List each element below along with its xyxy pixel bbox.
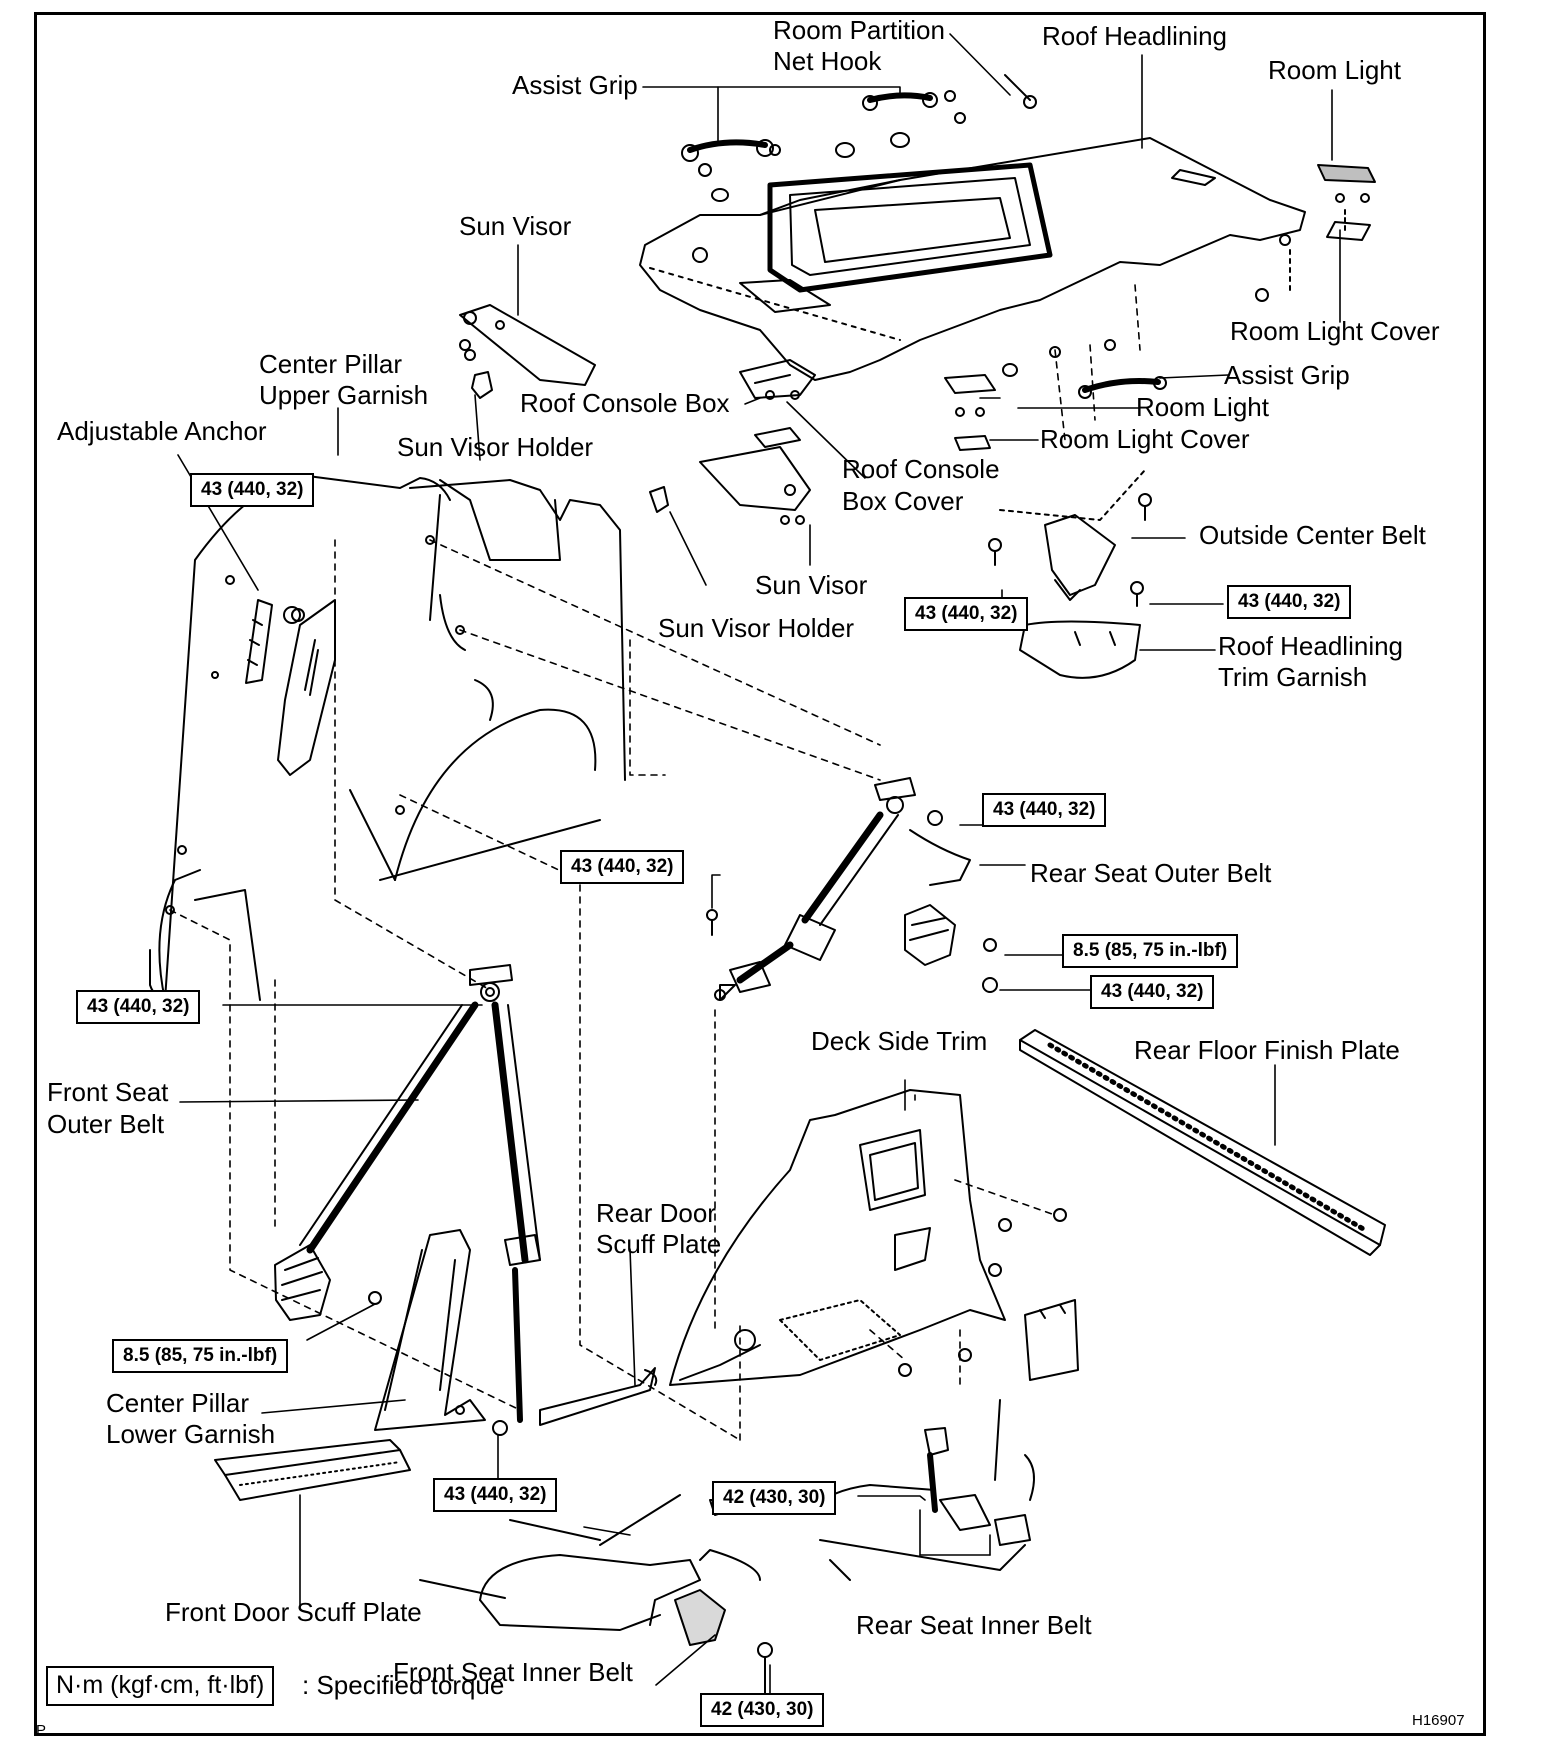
label-roof-console-box: Roof Console Box — [520, 388, 730, 418]
label-sun-visor-top: Sun Visor — [459, 211, 572, 241]
body-side-panel-drawing — [149, 474, 626, 1001]
label-front-seat-outer-belt-line1: Front Seat — [47, 1077, 169, 1107]
front-seat-outer-belt-drawing — [274, 964, 541, 1436]
label-rear-door-scuff-plate-line2: Scuff Plate — [596, 1229, 722, 1259]
label-rear-seat-inner-belt: Rear Seat Inner Belt — [856, 1610, 1092, 1640]
torque-adjustable-anchor: 43 (440, 32) — [190, 473, 315, 507]
label-adjustable-anchor: Adjustable Anchor — [57, 416, 267, 446]
torque-outside-center-belt-left: 43 (440, 32) — [904, 597, 1029, 631]
rear-door-scuff-plate-drawing — [539, 1367, 658, 1426]
label-roof-headlining-trim-garnish-line1: Roof Headlining — [1218, 631, 1404, 661]
label-center-pillar-lower-garnish-line2: Lower Garnish — [106, 1419, 276, 1449]
label-room-light-cover-middle: Room Light Cover — [1040, 424, 1250, 454]
label-outside-center-belt: Outside Center Belt — [1199, 520, 1426, 550]
label-deck-side-trim: Deck Side Trim — [811, 1026, 988, 1056]
label-roof-console-box-cover-line1: Roof Console — [842, 454, 1000, 484]
room-light-right-drawing — [1255, 164, 1376, 302]
label-room-partition-net-hook-line2: Net Hook — [773, 46, 882, 76]
label-rear-seat-outer-belt: Rear Seat Outer Belt — [1030, 858, 1272, 888]
label-sun-visor-middle: Sun Visor — [755, 570, 868, 600]
room-light-middle-drawing — [944, 339, 1167, 451]
deck-side-trim-drawing — [669, 1089, 1079, 1386]
label-assist-grip-top: Assist Grip — [512, 70, 638, 100]
label-sun-visor-holder-middle: Sun Visor Holder — [658, 613, 855, 643]
torque-front-outer-upper: 43 (440, 32) — [76, 990, 201, 1024]
label-room-light-middle: Room Light — [1136, 392, 1269, 422]
label-roof-headlining-trim-garnish-line2: Trim Garnish — [1218, 662, 1368, 692]
outside-center-belt-drawing — [988, 469, 1152, 679]
torque-front-outer-lower: 43 (440, 32) — [433, 1478, 558, 1512]
label-center-pillar-upper-garnish-line1: Center Pillar — [259, 349, 403, 379]
torque-rear-outer-retractor: 8.5 (85, 75 in.-lbf) — [1062, 934, 1239, 968]
label-room-light-cover-right: Room Light Cover — [1230, 316, 1440, 346]
center-pillar-upper-garnish-drawing — [277, 599, 336, 776]
roof-console-box-drawing — [649, 359, 816, 525]
torque-rear-outer-upper: 43 (440, 32) — [982, 793, 1107, 827]
label-rear-door-scuff-plate-line1: Rear Door — [596, 1198, 716, 1228]
diagram-frame — [34, 12, 1486, 1736]
label-front-door-scuff-plate: Front Door Scuff Plate — [165, 1597, 422, 1627]
leader-lines — [177, 33, 1341, 1708]
torque-front-inner: 42 (430, 30) — [700, 1693, 825, 1727]
torque-outside-center-belt-right: 43 (440, 32) — [1227, 585, 1352, 619]
label-sun-visor-holder-top: Sun Visor Holder — [397, 432, 594, 462]
label-center-pillar-upper-garnish-line2: Upper Garnish — [259, 380, 429, 410]
label-room-light-top: Room Light — [1268, 55, 1401, 85]
label-assist-grip-right: Assist Grip — [1224, 360, 1350, 390]
footer-left-mark: P — [36, 1722, 47, 1739]
torque-front-outer-retractor: 8.5 (85, 75 in.-lbf) — [112, 1339, 289, 1373]
label-front-seat-outer-belt-line2: Outer Belt — [47, 1109, 165, 1139]
center-pillar-lower-garnish-drawing — [374, 1229, 486, 1431]
torque-rear-inner: 42 (430, 30) — [712, 1481, 837, 1515]
rear-floor-finish-plate-drawing — [1019, 1029, 1386, 1256]
legend-torque-unit-box: N·m (kgf·cm, ft·lbf) — [46, 1666, 275, 1706]
figure-code: H16907 — [1412, 1712, 1465, 1729]
label-room-partition-net-hook-line1: Room Partition — [773, 15, 945, 45]
label-roof-console-box-cover-line2: Box Cover — [842, 486, 964, 516]
front-door-scuff-plate-drawing — [214, 1439, 411, 1501]
label-front-seat-inner-belt: Front Seat Inner Belt — [393, 1657, 633, 1687]
roof-headlining-drawing — [639, 137, 1306, 381]
label-roof-headlining-top: Roof Headlining — [1042, 21, 1228, 51]
rear-seat-outer-belt-drawing — [706, 777, 998, 1001]
assist-grip-top-drawing — [681, 74, 1037, 202]
torque-rear-outer-lower: 43 (440, 32) — [1090, 975, 1215, 1009]
torque-rear-outer-left: 43 (440, 32) — [560, 850, 685, 884]
label-center-pillar-lower-garnish-line1: Center Pillar — [106, 1388, 250, 1418]
rear-seat-inner-belt-drawing — [809, 1399, 1035, 1581]
front-seat-inner-belt-drawing — [419, 1494, 773, 1706]
legend-specified-torque-text: : Specified torque — [302, 1670, 505, 1700]
adjustable-anchor-drawing — [245, 599, 301, 684]
sun-visor-top-drawing — [459, 304, 596, 399]
label-rear-floor-finish-plate: Rear Floor Finish Plate — [1134, 1035, 1400, 1065]
